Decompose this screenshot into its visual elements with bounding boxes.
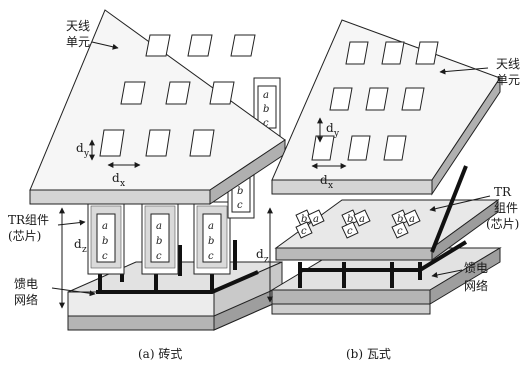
chip-letter-c: c [397, 226, 403, 237]
antenna-patch [382, 42, 404, 64]
chip-letter-c: c [102, 251, 108, 262]
antenna-patch [366, 88, 388, 110]
chip-letter-b: b [156, 236, 162, 247]
chip-letter-a: a [359, 214, 365, 225]
caption-a: (a) 砖式 [138, 346, 182, 361]
chip-letter-a: a [313, 214, 319, 225]
antenna-patch [346, 42, 368, 64]
chip-letter-b: b [237, 186, 243, 197]
dy-label: d [76, 141, 84, 155]
chip-letter-c: c [347, 226, 353, 237]
antenna-patch [210, 82, 234, 104]
chip-letter-b: b [347, 214, 353, 225]
antenna-patch [416, 42, 438, 64]
dx-subscript: x [328, 181, 333, 191]
chip-letter-c: c [208, 251, 214, 262]
dy-subscript: y [333, 129, 340, 139]
chip-letter-a: a [208, 221, 214, 232]
tr-module-label: TR [494, 185, 512, 199]
antenna-patch [190, 130, 214, 156]
dz-label: d [256, 247, 264, 261]
dx-subscript: x [120, 179, 125, 189]
figure-b-tile: b a c b a c b a c b a c b a c [256, 20, 520, 361]
dz-subscript: z [82, 245, 87, 255]
chip-letter-a: a [102, 221, 108, 232]
antenna-patch [402, 88, 424, 110]
antenna-unit-label: 天线 [66, 19, 90, 33]
tr-module-label: (芯片) [8, 229, 41, 243]
feed-network-label: 馈电 [14, 277, 38, 291]
dy-label: d [326, 121, 334, 135]
feed-network-label: 网络 [14, 292, 38, 307]
antenna-unit-label: 单元 [496, 73, 520, 87]
chip-letter-b: b [301, 214, 307, 225]
feed-network-label: 网络 [464, 278, 488, 293]
tr-module-label: 组件 [494, 201, 518, 215]
chip-letter-a: a [263, 90, 269, 101]
chip-letter-a: a [156, 221, 162, 232]
tr-module-label: TR组件 [8, 213, 49, 227]
chip-letter-b: b [102, 236, 108, 247]
chip-letter-c: c [237, 200, 243, 211]
antenna-patch [384, 136, 406, 160]
dz-subscript: z [264, 255, 269, 265]
antenna-patch [348, 136, 370, 160]
dz-label: d [74, 237, 82, 251]
antenna-patch [188, 35, 212, 56]
antenna-unit-label: 单元 [66, 35, 90, 49]
antenna-patch [121, 82, 145, 104]
antenna-patch [100, 130, 124, 156]
chip-letter-b: b [208, 236, 214, 247]
antenna-patch [146, 130, 170, 156]
chip-letter-c: c [156, 251, 162, 262]
antenna-unit-label: 天线 [496, 57, 520, 71]
chip-letter-c: c [301, 226, 307, 237]
caption-b: (b) 瓦式 [346, 347, 391, 361]
chip-letter-b: b [397, 214, 403, 225]
antenna-patch [166, 82, 190, 104]
tr-module-label: (芯片) [486, 217, 519, 231]
dy-subscript: y [83, 149, 90, 159]
chip-letter-a: a [409, 214, 415, 225]
dx-label: d [112, 171, 120, 185]
feed-network-label: 馈电 [464, 261, 488, 275]
chip-letter-b: b [263, 104, 269, 115]
antenna-patch [231, 35, 255, 56]
antenna-patch [330, 88, 352, 110]
antenna-patch [312, 136, 334, 160]
dx-label: d [320, 173, 328, 187]
antenna-patch [146, 35, 170, 56]
figure-a-brick: a b c a b c a b c a b c a b c [8, 10, 285, 361]
